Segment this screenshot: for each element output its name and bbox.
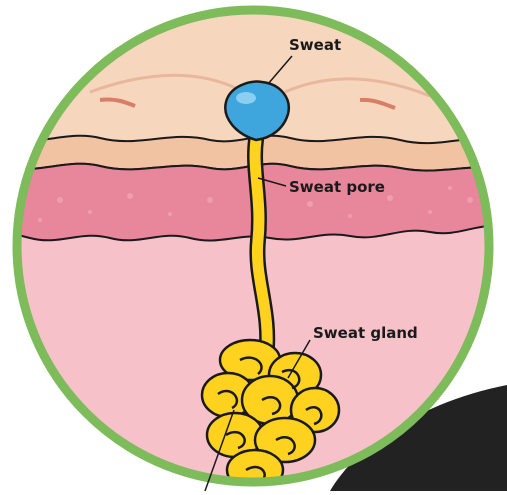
droplet-highlight [236,92,256,104]
label-sweat-pore: Sweat pore [289,178,385,196]
label-sweat: Sweat [289,36,341,54]
label-sweat-gland: Sweat gland [313,324,418,342]
